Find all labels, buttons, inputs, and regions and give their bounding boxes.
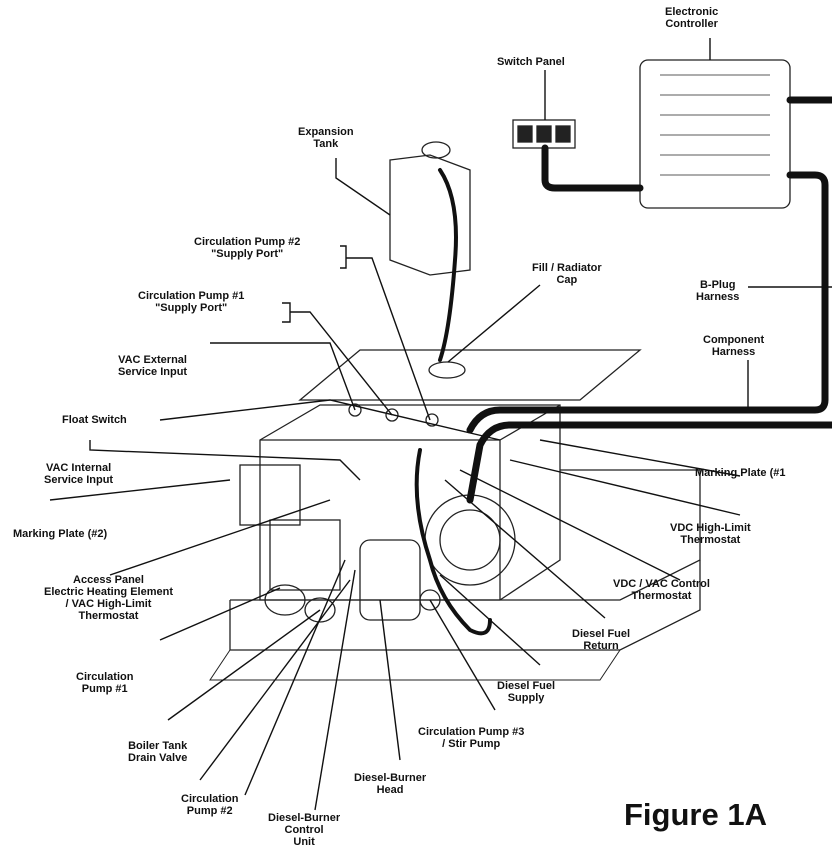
burner-motor [424, 494, 516, 586]
label-boiler-drain: Boiler Tank Drain Valve [128, 740, 188, 764]
component-cable [466, 421, 832, 504]
figure-title: Figure 1A [624, 797, 767, 832]
label-float-switch: Float Switch [62, 414, 127, 426]
label-electronic-controller: Electronic Controller [665, 6, 719, 30]
label-component-harness: Component Harness [703, 334, 765, 358]
label-vdc-high-limit: VDC High-Limit Thermostat [670, 522, 751, 546]
access-panel [269, 519, 341, 591]
fill-cap [428, 361, 466, 379]
expansion-tank [389, 154, 471, 276]
pump2 [304, 597, 336, 623]
pump3 [419, 589, 441, 611]
label-vac-internal: VAC Internal Service Input [44, 462, 114, 486]
top-plate [298, 349, 642, 401]
label-marking-plate-2: Marking Plate (#2) [13, 528, 108, 540]
label-fill-cap: Fill / Radiator Cap [532, 262, 602, 286]
label-diesel-burner-control: Diesel-Burner Control Unit [268, 812, 341, 848]
label-marking-plate-1: Marking Plate (#1 [695, 467, 786, 479]
label-expansion-tank: Expansion Tank [298, 126, 354, 150]
label-vac-external: VAC External Service Input [118, 354, 188, 378]
label-circ-pump3: Circulation Pump #3 / Stir Pump [418, 726, 525, 750]
label-access-panel: Access Panel Electric Heating Element / … [44, 574, 173, 622]
marking-plate-2 [239, 464, 301, 526]
b-plug-cable [466, 171, 829, 434]
burner-head [359, 539, 421, 621]
label-circ-pump1: Circulation Pump #1 [76, 671, 134, 695]
label-diesel-burner-head: Diesel-Burner Head [354, 772, 427, 796]
label-switch-panel: Switch Panel [497, 56, 565, 68]
label-circ-pump2: Circulation Pump #2 [181, 793, 239, 817]
switch-cable [541, 144, 644, 192]
fuel-line [414, 448, 492, 636]
expansion-hose [438, 168, 458, 362]
label-b-plug-harness: B-Plug Harness [696, 279, 740, 303]
label-circ-pump2-supply: Circulation Pump #2 "Supply Port" [194, 236, 301, 260]
label-diesel-fuel-return: Diesel Fuel Return [572, 628, 631, 652]
label-diesel-fuel-supply: Diesel Fuel Supply [497, 680, 556, 704]
controller-box [639, 59, 791, 209]
pump1 [264, 584, 306, 616]
boiler-tank [259, 404, 561, 601]
label-circ-pump1-supply: Circulation Pump #1 "Supply Port" [138, 290, 245, 314]
label-vdc-vac-control: VDC / VAC Control Thermostat [613, 578, 710, 602]
